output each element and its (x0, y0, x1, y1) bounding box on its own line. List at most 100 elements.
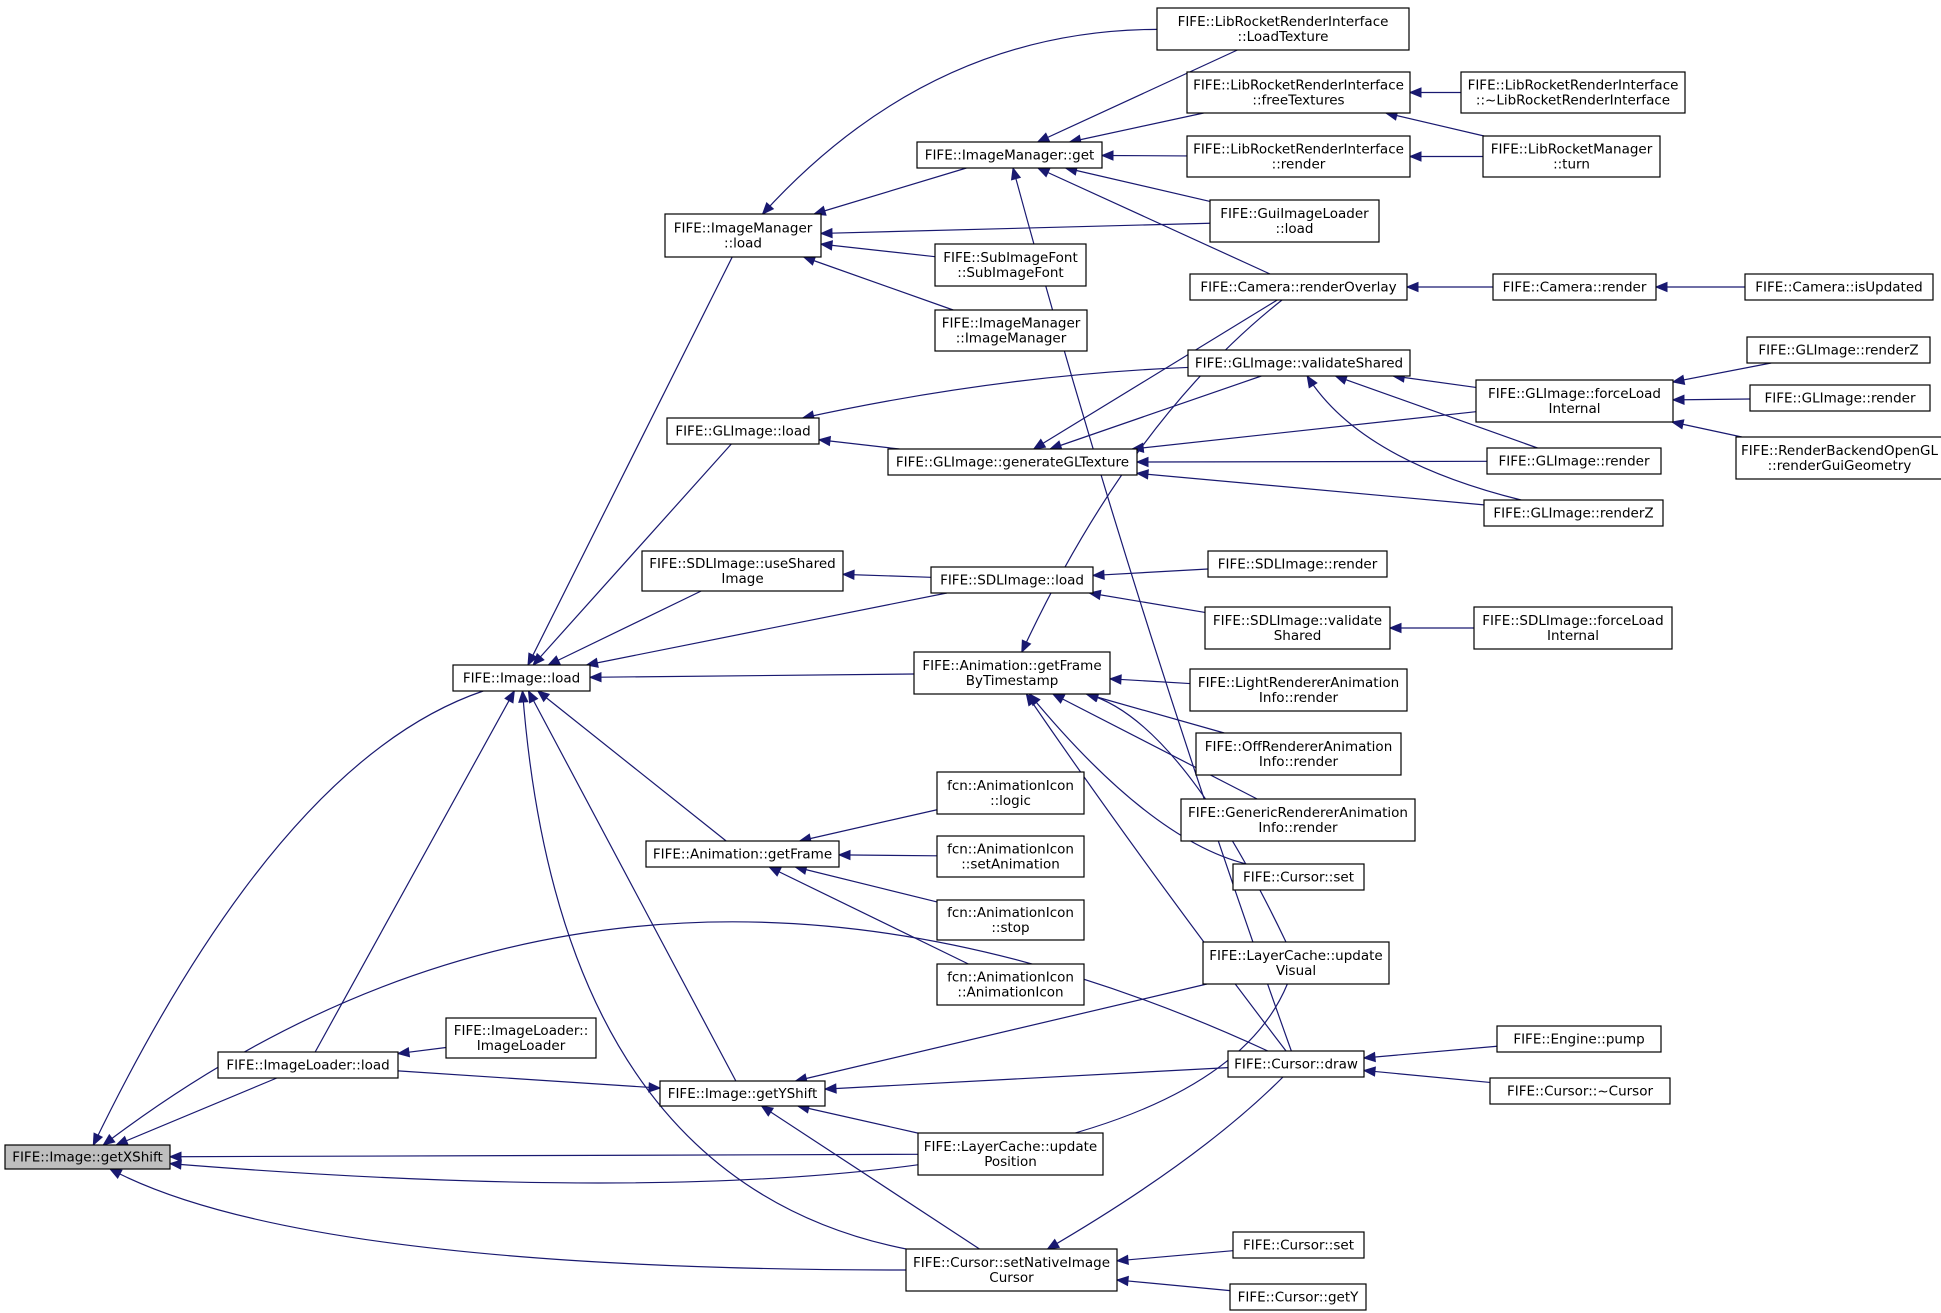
graph-node-imageManagerGet[interactable]: FIFE::ImageManager::get (916, 141, 1103, 169)
arrowhead (819, 240, 834, 251)
graph-node-animGetFrame[interactable]: FIFE::Animation::getFrame (645, 840, 840, 868)
call-edge-line (1065, 167, 1211, 203)
graph-node-cursorDtor[interactable]: FIFE::Cursor::~Cursor (1489, 1077, 1671, 1105)
graph-node-glImageLoad[interactable]: FIFE::GLImage::load (666, 417, 820, 445)
call-edge-line (1672, 362, 1772, 383)
call-edge-imageManagerLoad-from-subImageFont (819, 240, 936, 258)
node-box (1207, 550, 1388, 578)
node-box (445, 1017, 597, 1059)
graph-node-lrDtor[interactable]: FIFE::LibRocketRenderInterface::~LibRock… (1460, 71, 1686, 114)
call-edge-line (1049, 375, 1262, 450)
graph-node-cursorDraw[interactable]: FIFE::Cursor::draw (1227, 1050, 1365, 1078)
graph-node-fcnSetAnim[interactable]: fcn::AnimationIcon::setAnimation (936, 835, 1085, 878)
graph-node-fcnCtor[interactable]: fcn::AnimationIcon::AnimationIcon (936, 963, 1085, 1006)
node-label: Internal (1547, 628, 1599, 644)
graph-node-cursorGetY[interactable]: FIFE::Cursor::getY (1229, 1283, 1367, 1311)
node-box (1475, 379, 1674, 423)
node-box (641, 550, 844, 592)
node-label: ::renderGuiGeometry (1768, 458, 1912, 474)
call-edge-getXShift-from-cursorDraw (102, 921, 1269, 1146)
graph-node-guiImageLoader[interactable]: FIFE::GuiImageLoader::load (1209, 199, 1380, 243)
node-label: FIFE::SDLImage::render (1218, 557, 1378, 573)
graph-node-cameraIsUpdated[interactable]: FIFE::Camera::isUpdated (1744, 273, 1934, 301)
arrowhead (108, 1168, 123, 1180)
node-box (887, 448, 1138, 476)
node-label: Cursor (989, 1270, 1034, 1286)
node-box (934, 243, 1087, 287)
node-label: FIFE::GLImage::validateShared (1195, 356, 1403, 372)
node-box (1492, 273, 1657, 301)
arrowhead (1130, 442, 1145, 453)
call-edge-line (527, 256, 733, 666)
graph-node-glRenderZ2[interactable]: FIFE::GLImage::renderZ (1746, 336, 1931, 364)
call-edge-line (169, 1153, 919, 1158)
graph-node-lrManagerTurn[interactable]: FIFE::LibRocketManager::turn (1482, 135, 1661, 178)
call-edge-line (116, 1077, 278, 1146)
node-box (659, 1080, 826, 1107)
graph-node-renderBackendGui[interactable]: FIFE::RenderBackendOpenGL::renderGuiGeom… (1735, 436, 1941, 480)
graph-node-camRenderOverlay[interactable]: FIFE::Camera::renderOverlay (1189, 273, 1408, 301)
arrowhead (823, 1083, 837, 1094)
graph-node-lrLoadTexture[interactable]: FIFE::LibRocketRenderInterface::LoadText… (1156, 7, 1410, 51)
call-edge-line (532, 443, 732, 666)
graph-node-sdlRender[interactable]: FIFE::SDLImage::render (1207, 550, 1388, 578)
node-label: ::~LibRocketRenderInterface (1476, 93, 1670, 109)
graph-node-getXShift[interactable]: FIFE::Image::getXShift (4, 1144, 171, 1170)
node-label: FIFE::Camera::isUpdated (1755, 280, 1922, 296)
graph-node-glRenderZ1[interactable]: FIFE::GLImage::renderZ (1483, 499, 1664, 527)
graph-node-getYShift[interactable]: FIFE::Image::getYShift (659, 1080, 826, 1107)
graph-node-sdlLoad[interactable]: FIFE::SDLImage::load (930, 566, 1094, 594)
graph-node-fcnLogic[interactable]: fcn::AnimationIcon::logic (936, 771, 1085, 815)
arrowhead (1036, 132, 1051, 143)
arrowhead (1654, 281, 1668, 293)
call-edge-line (824, 1067, 1229, 1090)
arrowhead (761, 201, 775, 215)
graph-node-imageLoaderCtor[interactable]: FIFE::ImageLoader::ImageLoader (445, 1017, 597, 1059)
call-edge-line (589, 673, 915, 678)
graph-node-cursorSet1[interactable]: FIFE::Cursor::set (1232, 863, 1365, 891)
call-edge-sdlLoad-from-sdlRender (1091, 568, 1209, 581)
graph-node-glRender2[interactable]: FIFE::GLImage::render (1749, 384, 1931, 412)
node-label: FIFE::ImageManager (674, 221, 813, 237)
graph-node-genericRenderer[interactable]: FIFE::GenericRendererAnimationInfo::rend… (1180, 798, 1416, 842)
arrowhead (1108, 674, 1122, 685)
graph-node-cameraRender[interactable]: FIFE::Camera::render (1492, 273, 1657, 301)
node-box (1482, 135, 1661, 178)
graph-node-imageManagerLoad[interactable]: FIFE::ImageManager::load (664, 213, 822, 258)
call-edge-line (820, 222, 1211, 235)
graph-node-subImageFont[interactable]: FIFE::SubImageFont::SubImageFont (934, 243, 1087, 287)
node-label: FIFE::LayerCache::update (1209, 948, 1382, 964)
graph-node-glValidateShared[interactable]: FIFE::GLImage::validateShared (1187, 349, 1411, 377)
graph-node-fcnStop[interactable]: fcn::AnimationIcon::stop (936, 899, 1085, 941)
call-edge-line (314, 690, 515, 1053)
graph-node-lrRender[interactable]: FIFE::LibRocketRenderInterface::render (1186, 135, 1411, 178)
call-edge-line (1089, 592, 1206, 614)
node-label: FIFE::LightRendererAnimation (1198, 675, 1399, 691)
graph-node-imageLoad[interactable]: FIFE::Image::load (452, 664, 591, 692)
graph-node-imageManagerCtor[interactable]: FIFE::ImageManager::ImageManager (934, 309, 1088, 352)
graph-node-genGLTexture[interactable]: FIFE::GLImage::generateGLTexture (887, 448, 1138, 476)
arrowhead (1388, 622, 1402, 634)
graph-node-imageLoaderLoad[interactable]: FIFE::ImageLoader::load (217, 1051, 399, 1079)
call-edge-line (1109, 678, 1191, 685)
node-label: Visual (1276, 963, 1316, 979)
call-edge-imageLoad-from-imageLoaderLoad (314, 689, 515, 1053)
graph-node-enginePump[interactable]: FIFE::Engine::pump (1496, 1025, 1662, 1053)
graph-node-glRender1[interactable]: FIFE::GLImage::render (1486, 447, 1662, 475)
arrowhead (1334, 374, 1349, 385)
graph-node-cursorSet2[interactable]: FIFE::Cursor::set (1232, 1231, 1365, 1259)
call-edge-line (1363, 1069, 1491, 1084)
graph-node-sdlValidateShared[interactable]: FIFE::SDLImage::validateShared (1204, 606, 1391, 650)
arrowhead (532, 652, 545, 666)
node-box (1229, 1283, 1367, 1311)
graph-node-lrFreeTextures[interactable]: FIFE::LibRocketRenderInterface::freeText… (1186, 71, 1411, 114)
